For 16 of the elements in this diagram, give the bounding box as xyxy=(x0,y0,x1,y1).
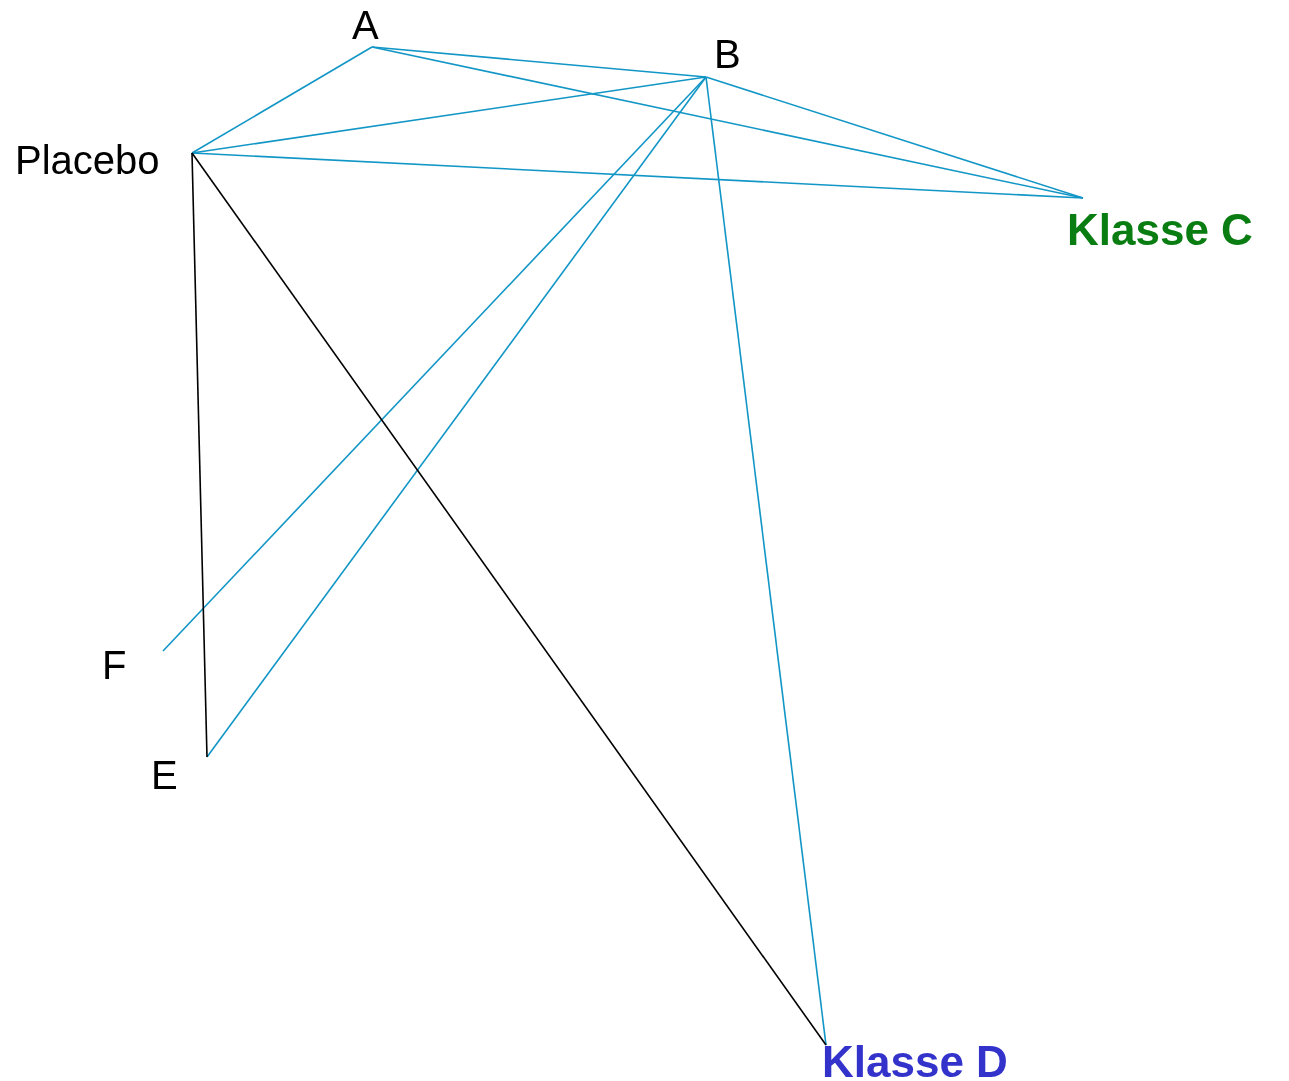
node-label: B xyxy=(714,34,741,74)
connector-line xyxy=(191,152,1084,199)
node-label: Placebo xyxy=(15,140,160,180)
connector-line xyxy=(371,46,707,78)
connector-line xyxy=(191,152,208,758)
node-label: F xyxy=(102,645,127,685)
connector-line xyxy=(705,76,1084,199)
node-label: Klasse C xyxy=(1067,208,1253,252)
connector-line xyxy=(191,46,373,154)
connector-line xyxy=(162,76,707,652)
node-label: E xyxy=(151,755,178,795)
node-label: Klasse D xyxy=(822,1040,1008,1081)
connector-line xyxy=(191,152,827,1046)
connector-line xyxy=(206,76,707,758)
node-label: A xyxy=(352,5,379,45)
connector-line xyxy=(705,76,827,1046)
